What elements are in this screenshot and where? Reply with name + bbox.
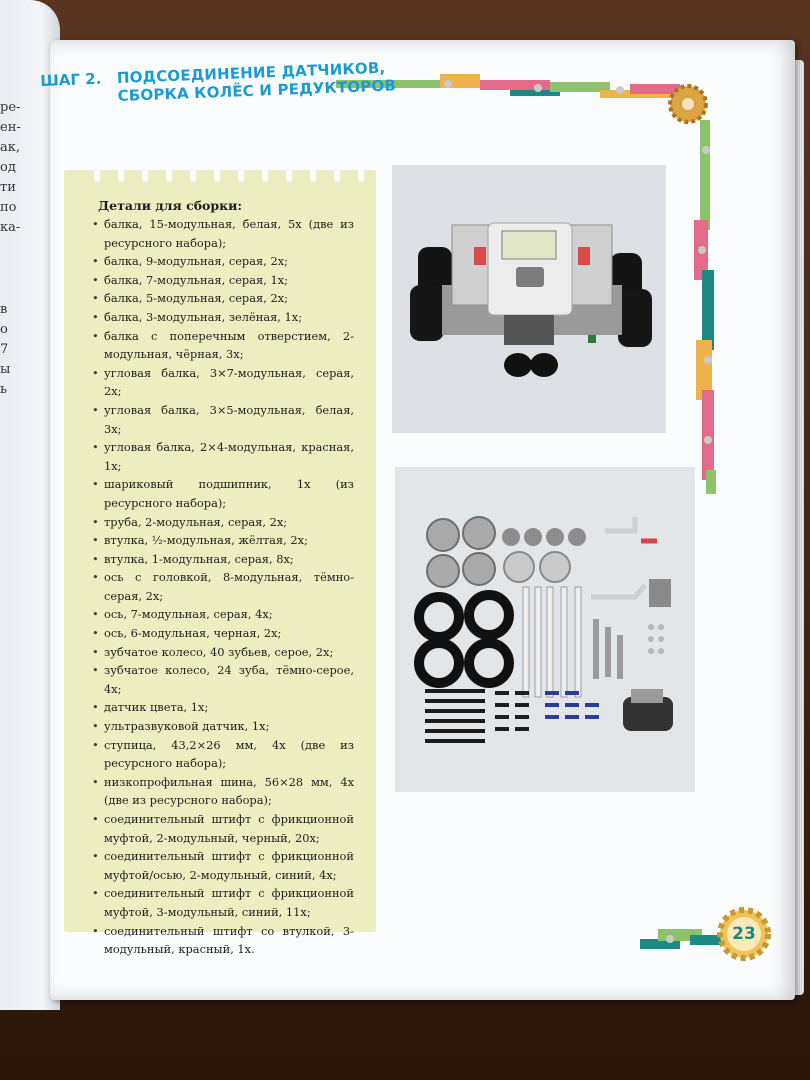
list-item: балка, 7-модульная, серая, 1x; bbox=[92, 271, 354, 290]
list-item: соединительный штифт со втулкой, 3-модул… bbox=[92, 922, 354, 959]
decorative-frame bbox=[336, 74, 716, 494]
robot-photo bbox=[392, 165, 666, 433]
left-page-fragment: по bbox=[0, 200, 17, 215]
list-item: низкопрофильная шина, 56×28 мм, 4x (две … bbox=[92, 773, 354, 810]
list-item: зубчатое колесо, 40 зубьев, серое, 2x; bbox=[92, 643, 354, 662]
left-page-fragment: 7 bbox=[0, 342, 9, 357]
left-page-fragment: в bbox=[0, 302, 8, 317]
decorative-frame-bottom bbox=[640, 929, 730, 949]
list-item: труба, 2-модульная, серая, 2x; bbox=[92, 513, 354, 532]
list-item: угловая балка, 3×7-модульная, серая, 2x; bbox=[92, 364, 354, 401]
list-item: зубчатое колесо, 24 зуба, тёмно-серое, 4… bbox=[92, 661, 354, 698]
list-item: балка, 3-модульная, зелёная, 1x; bbox=[92, 308, 354, 327]
parts-heading: Детали для сборки: bbox=[98, 198, 243, 213]
list-item: втулка, ½-модульная, жёлтая, 2x; bbox=[92, 531, 354, 550]
step-label: ШАГ 2. bbox=[40, 69, 102, 90]
list-item: ультразвуковой датчик, 1x; bbox=[92, 717, 354, 736]
left-page-fragment: од bbox=[0, 160, 16, 175]
parts-photo bbox=[395, 467, 695, 792]
list-item: угловая балка, 3×5-модульная, белая, 3x; bbox=[92, 401, 354, 438]
list-item: ступица, 43,2×26 мм, 4x (две из ресурсно… bbox=[92, 736, 354, 773]
list-item: балка, 9-модульная, серая, 2x; bbox=[92, 252, 354, 271]
left-page-fragment: ре- bbox=[0, 100, 21, 115]
parts-list: балка, 15-модульная, белая, 5x (две из р… bbox=[92, 215, 354, 959]
left-page-fragment: ь bbox=[0, 382, 8, 397]
left-page-fragment: ти bbox=[0, 180, 16, 195]
left-page-fragment: о bbox=[0, 322, 8, 337]
list-item: соединительный штифт с фрикционной муфто… bbox=[92, 810, 354, 847]
list-item: втулка, 1-модульная, серая, 8x; bbox=[92, 550, 354, 569]
list-item: соединительный штифт с фрикционной муфто… bbox=[92, 847, 354, 884]
left-page-fragment: ак, bbox=[0, 140, 21, 155]
list-item: угловая балка, 2×4-модульная, красная, 1… bbox=[92, 438, 354, 475]
list-item: балка, 5-модульная, серая, 2x; bbox=[92, 289, 354, 308]
list-item: ось с головкой, 8-модульная, тёмно-серая… bbox=[92, 568, 354, 605]
list-item: ось, 6-модульная, черная, 2x; bbox=[92, 624, 354, 643]
left-page-fragment: ы bbox=[0, 362, 11, 377]
list-item: ось, 7-модульная, серая, 4x; bbox=[92, 605, 354, 624]
left-page-fragment: ен- bbox=[0, 120, 21, 135]
page-number-gear-icon bbox=[717, 907, 771, 961]
list-item: соединительный штифт с фрикционной муфто… bbox=[92, 884, 354, 921]
list-item: балка с поперечным отверстием, 2-модульн… bbox=[92, 327, 354, 364]
list-item: шариковый подшипник, 1x (из ресурсного н… bbox=[92, 475, 354, 512]
notepad-binder-icon bbox=[88, 156, 368, 182]
list-item: балка, 15-модульная, белая, 5x (две из р… bbox=[92, 215, 354, 252]
page-number: 23 bbox=[732, 924, 756, 944]
list-item: датчик цвета, 1x; bbox=[92, 698, 354, 717]
left-page-fragment: ка- bbox=[0, 220, 21, 235]
